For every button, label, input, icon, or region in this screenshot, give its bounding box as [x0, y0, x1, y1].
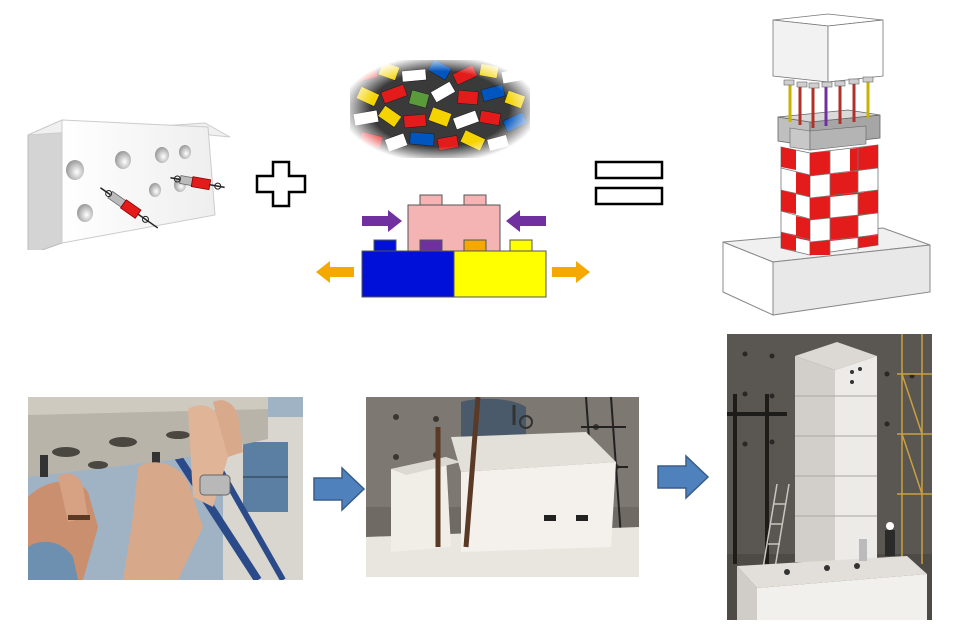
right-orange-arrow: [552, 261, 590, 283]
left-purple-arrow: [362, 210, 402, 232]
flow-arrow-2-icon: [657, 454, 710, 500]
completed-column-photo: [727, 334, 932, 620]
concrete-block-with-holes-icon: [27, 119, 231, 250]
stacked-block-column-icon: [722, 13, 931, 316]
equals-sign-icon: [594, 160, 664, 206]
plus-sign-icon: [255, 160, 307, 208]
flow-arrow-1-icon: [313, 466, 366, 512]
left-orange-arrow: [316, 261, 354, 283]
hands-inserting-connectors-photo: [28, 397, 303, 580]
blocks-on-foundation-photo: [366, 397, 639, 577]
lego-bricks-photo: [350, 60, 530, 158]
interlocking-bricks-diagram: [316, 194, 590, 298]
right-purple-arrow: [506, 210, 546, 232]
